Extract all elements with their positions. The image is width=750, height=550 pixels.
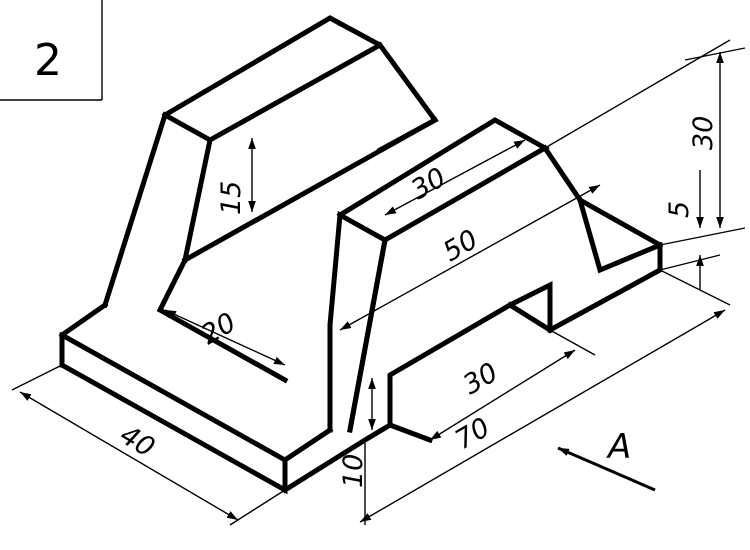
dim-30-slot-label: 30: [458, 357, 503, 401]
sheet-number: 2: [34, 35, 62, 86]
sheet-number-box: 2: [0, 0, 103, 101]
dim-70-label: 70: [450, 412, 495, 456]
left-support-outline: [101, 111, 213, 309]
part-outline: [58, 15, 664, 495]
dim-20-label: 20: [196, 307, 241, 351]
base-slot-outline: [387, 280, 553, 428]
dim-50-label: 50: [438, 224, 483, 268]
dim-40-label: 40: [114, 419, 159, 463]
dimension-lines: [11, 39, 746, 526]
dim-10-label: 10: [338, 454, 369, 488]
dim-5-label: 5: [664, 201, 695, 218]
view-direction-label: A: [606, 427, 631, 467]
dim-15-label: 15: [216, 181, 247, 215]
dim-30-right-label: 30: [688, 116, 719, 150]
